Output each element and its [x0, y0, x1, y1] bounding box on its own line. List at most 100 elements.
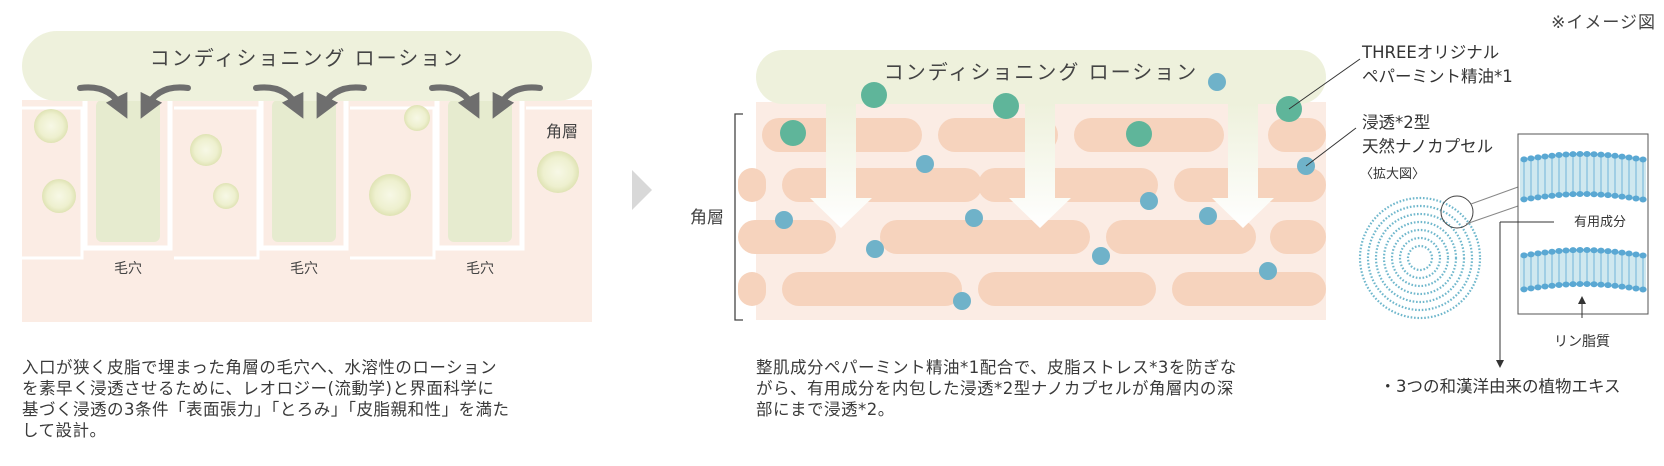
nanocapsule-zoom: 有用成分 リン脂質 ・3つの和漢洋由来の植物エキス: [1358, 133, 1649, 396]
pore-label: 毛穴: [466, 261, 494, 277]
lipid-head: [1590, 281, 1598, 288]
lipid-head: [1548, 248, 1556, 255]
sebum-ball: [34, 109, 68, 143]
cell: [978, 168, 1158, 202]
lipid-head: [1548, 152, 1556, 159]
pore: [258, 100, 349, 251]
lipid-head: [1632, 251, 1640, 258]
capsule: [965, 209, 983, 227]
lipid-head: [1618, 283, 1626, 290]
zoom-circle: [1440, 195, 1474, 229]
lipid-head: [1562, 281, 1570, 288]
arrow-icon: [140, 84, 191, 119]
flow-arrows: [810, 104, 1274, 228]
lotion-label: コンディショニング ローション: [884, 60, 1199, 84]
cell-outline: [174, 106, 260, 260]
lipid-head: [1639, 252, 1647, 259]
stratum-label: 角層: [690, 208, 724, 228]
cell-outline: [22, 106, 84, 260]
oil-drop: [1126, 121, 1152, 147]
caption-line: 部にまで浸透*2。: [756, 400, 895, 419]
lipid-head: [1576, 151, 1584, 158]
leader-line: [1305, 127, 1357, 167]
lipid-head: [1527, 285, 1535, 292]
lipid-head: [1590, 151, 1598, 158]
lipid-head: [1604, 248, 1612, 255]
lipid-head: [1548, 282, 1556, 289]
lipid-head: [1632, 195, 1640, 202]
next-chevron-icon: [632, 170, 652, 210]
lipid-head: [1625, 250, 1633, 257]
bilayer-core: [1520, 250, 1646, 290]
lipid-head: [1583, 191, 1591, 198]
oil-drop: [861, 82, 887, 108]
nanocapsules: [775, 73, 1315, 310]
lipid-head: [1604, 282, 1612, 289]
lipid-head: [1618, 153, 1626, 160]
lipid-head: [1618, 249, 1626, 256]
pore: [434, 100, 525, 251]
arrow-icon: [253, 84, 304, 119]
sebum-ball: [213, 183, 239, 209]
lipid-head: [1632, 155, 1640, 162]
lipid-head: [1541, 249, 1549, 256]
caption-line: して設計。: [22, 421, 107, 440]
lipid-head: [1548, 192, 1556, 199]
lipid-head: [1527, 195, 1535, 202]
left-caption: 入口が狭く皮脂で埋まった角層の毛穴へ、水溶性のローション を素早く浸透させるため…: [22, 357, 602, 441]
lotion-label: コンディショニング ローション: [150, 46, 465, 70]
lipid-head: [1604, 192, 1612, 199]
lotion-bar: [22, 31, 592, 101]
lipid-bilayers: [1520, 151, 1647, 293]
penetration-arrows: [77, 84, 543, 119]
caption-line: を素早く浸透させるために、レオロジー(流動学)と界面科学に: [22, 379, 495, 398]
lipid-head: [1597, 191, 1605, 198]
lipid-head: [1520, 196, 1528, 203]
lipid-head: [1611, 248, 1619, 255]
cell: [1172, 272, 1326, 306]
lipid-head: [1562, 151, 1570, 158]
oil-drop: [780, 120, 806, 146]
cell: [738, 168, 766, 202]
lipid-head: [1569, 151, 1577, 158]
pore-label: 毛穴: [290, 261, 318, 277]
capsule-rings: [1358, 196, 1482, 320]
lipid-head: [1534, 194, 1542, 201]
lipid-head: [1555, 192, 1563, 199]
lipid-head: [1625, 154, 1633, 161]
lipid-head: [1555, 152, 1563, 159]
pore-label: 毛穴: [114, 261, 142, 277]
caption-line: 基づく浸透の3条件「表面張力」「とろみ」「皮脂親和性」を満た: [22, 400, 510, 419]
lipid-head: [1583, 151, 1591, 158]
zoom-line: [1465, 205, 1519, 225]
lipid-head: [1527, 155, 1535, 162]
lipid-head: [1541, 153, 1549, 160]
lipid-head: [1639, 286, 1647, 293]
arrow-down-icon: [1496, 360, 1504, 368]
lipid-head: [1569, 281, 1577, 288]
lipid-head: [1562, 247, 1570, 254]
arrow-icon: [492, 84, 543, 119]
lipid-head: [1583, 281, 1591, 288]
image-note: ※イメージ図: [1551, 13, 1656, 33]
lipid-head: [1590, 247, 1598, 254]
lipid-head: [1520, 286, 1528, 293]
lipid-head: [1597, 151, 1605, 158]
down-arrow-icon: [1009, 104, 1071, 228]
stratum-label: 角層: [546, 122, 578, 141]
sebum-ball: [190, 134, 222, 166]
down-arrow-icon: [1212, 104, 1274, 228]
lipid-head: [1583, 247, 1591, 254]
lipid-head: [1611, 282, 1619, 289]
arrow-up-icon: [1578, 296, 1586, 304]
lipid-head: [1611, 192, 1619, 199]
lipid-head: [1611, 152, 1619, 159]
arrow-icon: [77, 84, 128, 119]
lipid-head: [1534, 250, 1542, 257]
sebum-ball: [42, 179, 76, 213]
oil-label: THREEオリジナル ペパーミント精油*1: [1361, 43, 1513, 86]
lipid-head: [1576, 191, 1584, 198]
lipid-head: [1639, 156, 1647, 163]
lipid-head: [1555, 248, 1563, 255]
sebum-ball: [404, 105, 430, 131]
